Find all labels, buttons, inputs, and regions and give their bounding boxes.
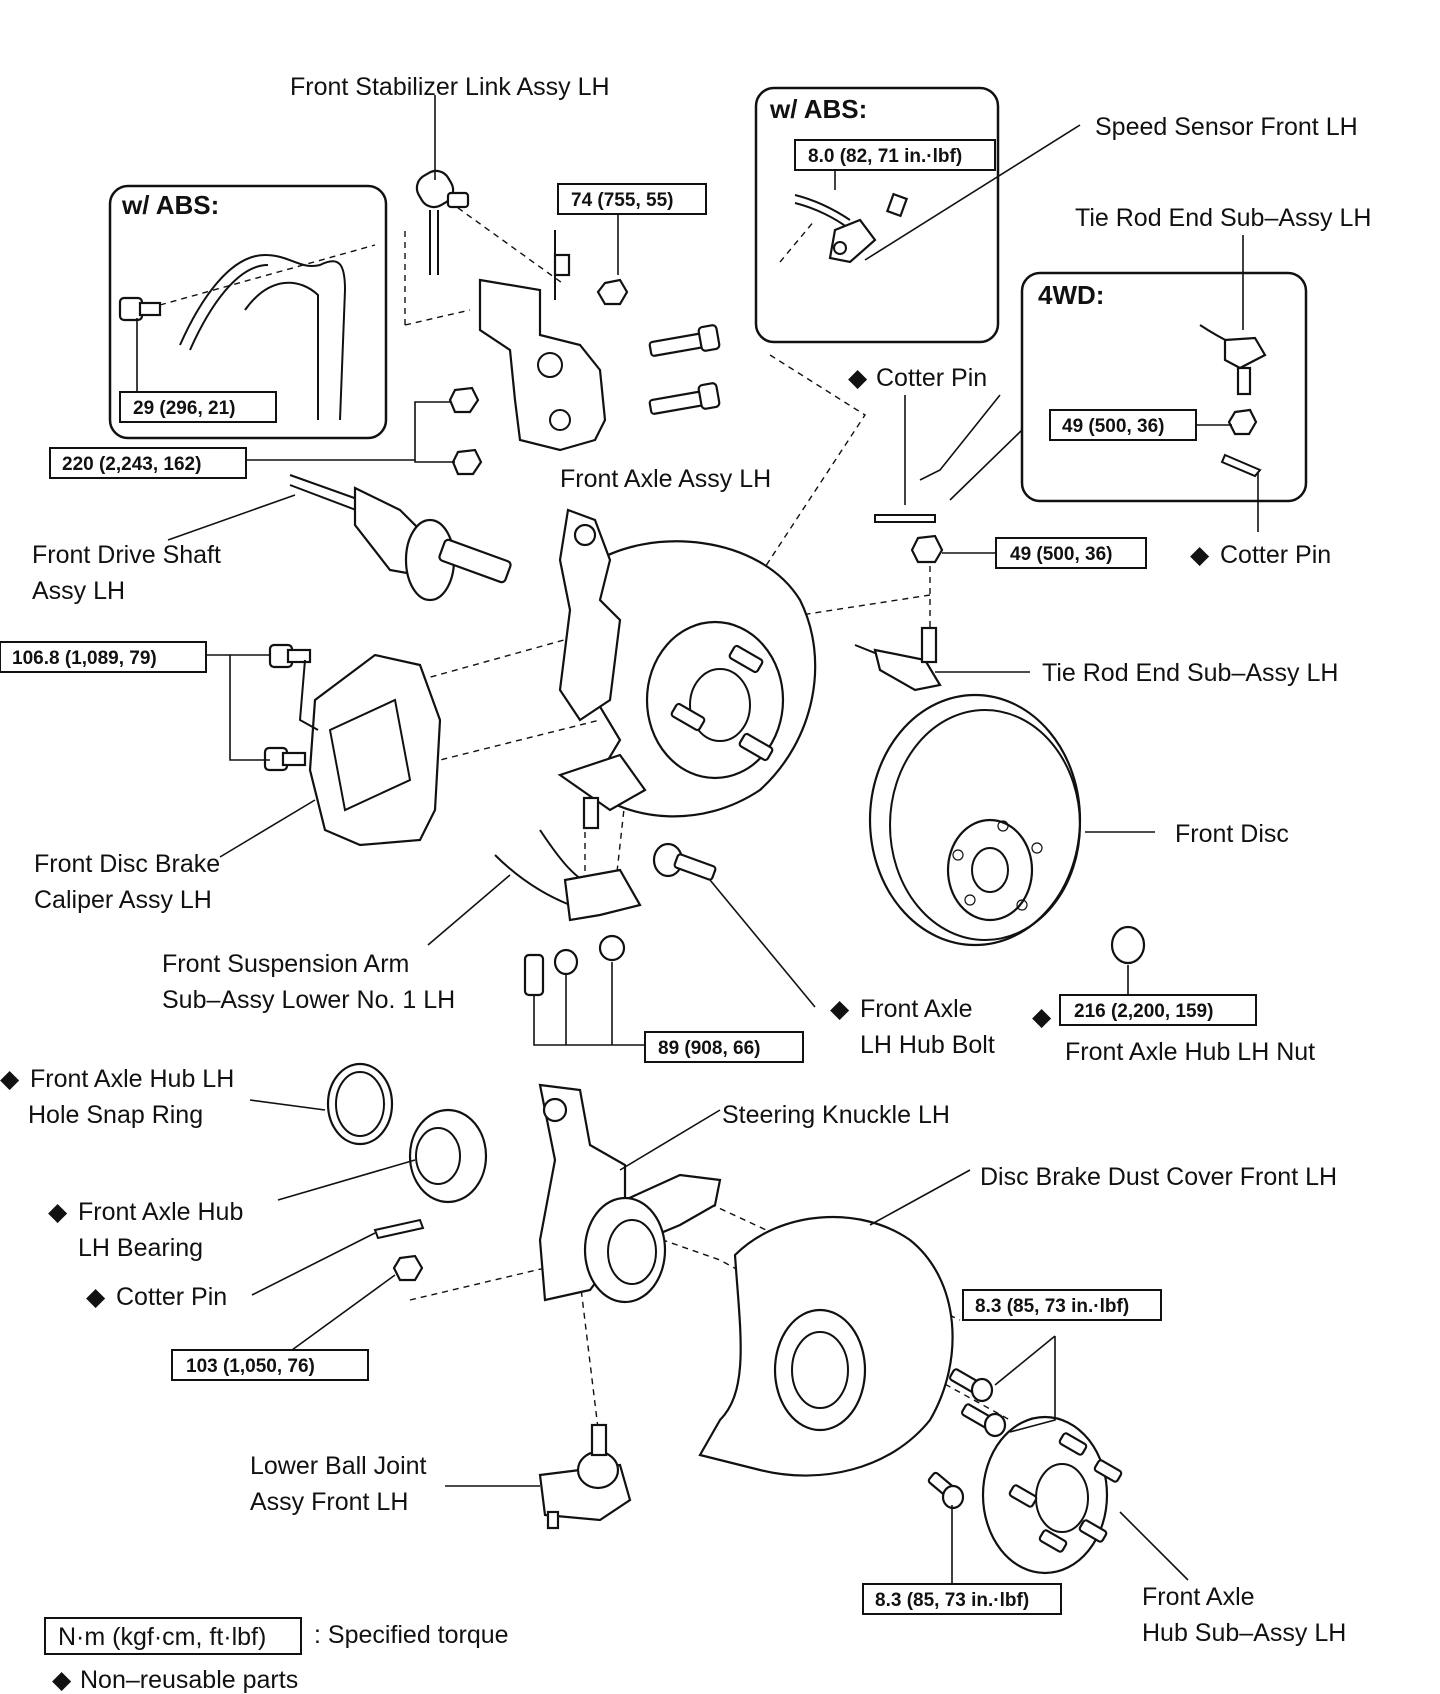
- stabilizer-link-part: [415, 169, 470, 275]
- label-hub-bolt-line2: LH Hub Bolt: [860, 1031, 995, 1059]
- steering-knuckle-part: [538, 1083, 722, 1304]
- legend-unit-box: [44, 1617, 302, 1655]
- svg-text:49 (500, 36): 49 (500, 36): [1062, 416, 1164, 437]
- inset-4wd-title: 4WD:: [1038, 280, 1104, 310]
- label-ball-joint-line2: Assy Front LH: [250, 1488, 408, 1516]
- snap-ring-part: [326, 1062, 394, 1146]
- label-knuckle: Steering Knuckle LH: [722, 1101, 950, 1129]
- legend-unit-desc: : Specified torque: [314, 1621, 509, 1649]
- stabilizer-nut-part: [596, 278, 629, 306]
- svg-text:49 (500, 36): 49 (500, 36): [1010, 544, 1112, 565]
- bearing-part: [408, 1108, 488, 1204]
- label-dust-cover: Disc Brake Dust Cover Front LH: [980, 1163, 1337, 1191]
- drive-shaft-part: [289, 474, 512, 602]
- label-ball-joint-line1: Lower Ball Joint: [250, 1452, 427, 1480]
- torque-knuckle-nuts: 220 (2,243, 162): [49, 447, 247, 479]
- torque-arm-bolts: 89 (908, 66): [644, 1031, 804, 1063]
- torque-stab-nut: 74 (755, 55): [557, 183, 707, 215]
- dust-cover-part: [698, 1216, 954, 1477]
- label-hub-line2: Hub Sub–Assy LH: [1142, 1619, 1346, 1647]
- inset-4wd: [1020, 271, 1308, 503]
- leader-lines: [136, 95, 1259, 1584]
- label-tie-rod-end-mid: Tie Rod End Sub–Assy LH: [1042, 659, 1338, 687]
- tie-rod-end-mid-part: [854, 626, 942, 692]
- cotter-pin-mid-part: [874, 514, 944, 564]
- strut-bracket-part: [478, 230, 607, 452]
- svg-text:8.3 (85, 73 in.·lbf): 8.3 (85, 73 in.·lbf): [975, 1296, 1129, 1317]
- dust-cover-bolts-part: [927, 1368, 1007, 1510]
- label-caliper-line2: Caliper Assy LH: [34, 886, 212, 914]
- label-susp-arm-line1: Front Suspension Arm: [162, 950, 409, 978]
- label-hub-bolt-line1: Front Axle: [860, 995, 973, 1023]
- torque-hub-nut: 216 (2,200, 159): [1059, 994, 1257, 1026]
- label-bearing-line1: Front Axle Hub: [78, 1198, 243, 1226]
- suspension-arm-part: [494, 796, 642, 997]
- label-speed-sensor: Speed Sensor Front LH: [1095, 113, 1358, 141]
- svg-text:89 (908, 66): 89 (908, 66): [658, 1038, 760, 1059]
- legend-nonreusable: Non–reusable parts: [80, 1666, 298, 1694]
- cotter-pin-low-part: [373, 1218, 425, 1282]
- torque-caliper: 106.8 (1,089, 79): [0, 641, 207, 673]
- torque-abs-sensor: 8.0 (82, 71 in.·lbf): [794, 139, 996, 171]
- svg-text:220 (2,243, 162): 220 (2,243, 162): [62, 454, 201, 475]
- inset-abs-right: [754, 86, 1000, 344]
- torque-abs-clamp: 29 (296, 21): [119, 391, 277, 423]
- label-front-axle-assy: Front Axle Assy LH: [560, 465, 771, 493]
- label-drive-shaft-line1: Front Drive Shaft: [32, 541, 221, 569]
- front-disc-part: [868, 693, 1082, 947]
- caliper-part: [263, 643, 442, 847]
- abs-wire-left-part: [118, 253, 347, 421]
- torque-dust-cover: 8.3 (85, 73 in.·lbf): [962, 1289, 1162, 1321]
- diamond-icon: ◆: [0, 1065, 20, 1093]
- svg-text:106.8 (1,089, 79): 106.8 (1,089, 79): [12, 648, 157, 669]
- label-stabilizer-link: Front Stabilizer Link Assy LH: [290, 73, 610, 101]
- label-front-disc: Front Disc: [1175, 820, 1289, 848]
- label-cotter-pin-right: Cotter Pin: [1220, 541, 1331, 569]
- torque-ball-joint-nut: 103 (1,050, 76): [171, 1349, 369, 1381]
- svg-text:8.3 (85, 73 in.·lbf): 8.3 (85, 73 in.·lbf): [875, 1590, 1029, 1611]
- label-snap-ring-line2: Hole Snap Ring: [28, 1101, 203, 1129]
- hub-nut-part: [1110, 925, 1146, 965]
- tie-rod-4wd-part: [1199, 324, 1267, 478]
- diamond-icon: ◆: [1190, 541, 1210, 569]
- legend-unit-text: N·m (kgf·cm, ft·lbf): [58, 1623, 266, 1651]
- svg-text:216 (2,200, 159): 216 (2,200, 159): [1074, 1001, 1213, 1022]
- diamond-icon: ◆: [830, 995, 850, 1023]
- torque-tie-rod-nut: 49 (500, 36): [995, 537, 1147, 569]
- diamond-icon: ◆: [848, 364, 868, 392]
- diamond-icon: ◆: [1032, 1003, 1052, 1031]
- inset-abs-left-title: w/ ABS:: [121, 190, 219, 220]
- label-caliper-line1: Front Disc Brake: [34, 850, 220, 878]
- inset-abs-right-title: w/ ABS:: [769, 94, 867, 124]
- label-hub-line1: Front Axle: [1142, 1583, 1255, 1611]
- hub-bolt-part: [652, 842, 717, 881]
- label-snap-ring-line1: Front Axle Hub LH: [30, 1065, 234, 1093]
- diamond-icon: ◆: [86, 1283, 106, 1311]
- speed-sensor-part: [794, 192, 909, 264]
- diamond-icon: ◆: [48, 1198, 68, 1226]
- front-axle-assy-part: [557, 508, 817, 818]
- label-tie-rod-end-top: Tie Rod End Sub–Assy LH: [1075, 204, 1371, 232]
- label-susp-arm-line2: Sub–Assy Lower No. 1 LH: [162, 986, 455, 1014]
- torque-4wd-nut: 49 (500, 36): [1049, 409, 1197, 441]
- svg-text:103 (1,050, 76): 103 (1,050, 76): [186, 1356, 315, 1377]
- svg-text:8.0 (82, 71 in.·lbf): 8.0 (82, 71 in.·lbf): [808, 146, 962, 167]
- legend: N·m (kgf·cm, ft·lbf) : Specified torque …: [44, 1617, 509, 1694]
- label-drive-shaft-line2: Assy LH: [32, 577, 125, 605]
- torque-hub-bolts: 8.3 (85, 73 in.·lbf): [862, 1583, 1062, 1615]
- svg-text:74 (755, 55): 74 (755, 55): [571, 190, 673, 211]
- ball-joint-part: [538, 1423, 632, 1530]
- diamond-icon: ◆: [52, 1666, 72, 1694]
- label-cotter-pin-mid: Cotter Pin: [876, 364, 987, 392]
- svg-text:29 (296, 21): 29 (296, 21): [133, 398, 235, 419]
- label-bearing-line2: LH Bearing: [78, 1234, 203, 1262]
- label-cotter-pin-low: Cotter Pin: [116, 1283, 227, 1311]
- label-hub-nut: Front Axle Hub LH Nut: [1065, 1038, 1315, 1066]
- axle-hub-part: [981, 1415, 1123, 1575]
